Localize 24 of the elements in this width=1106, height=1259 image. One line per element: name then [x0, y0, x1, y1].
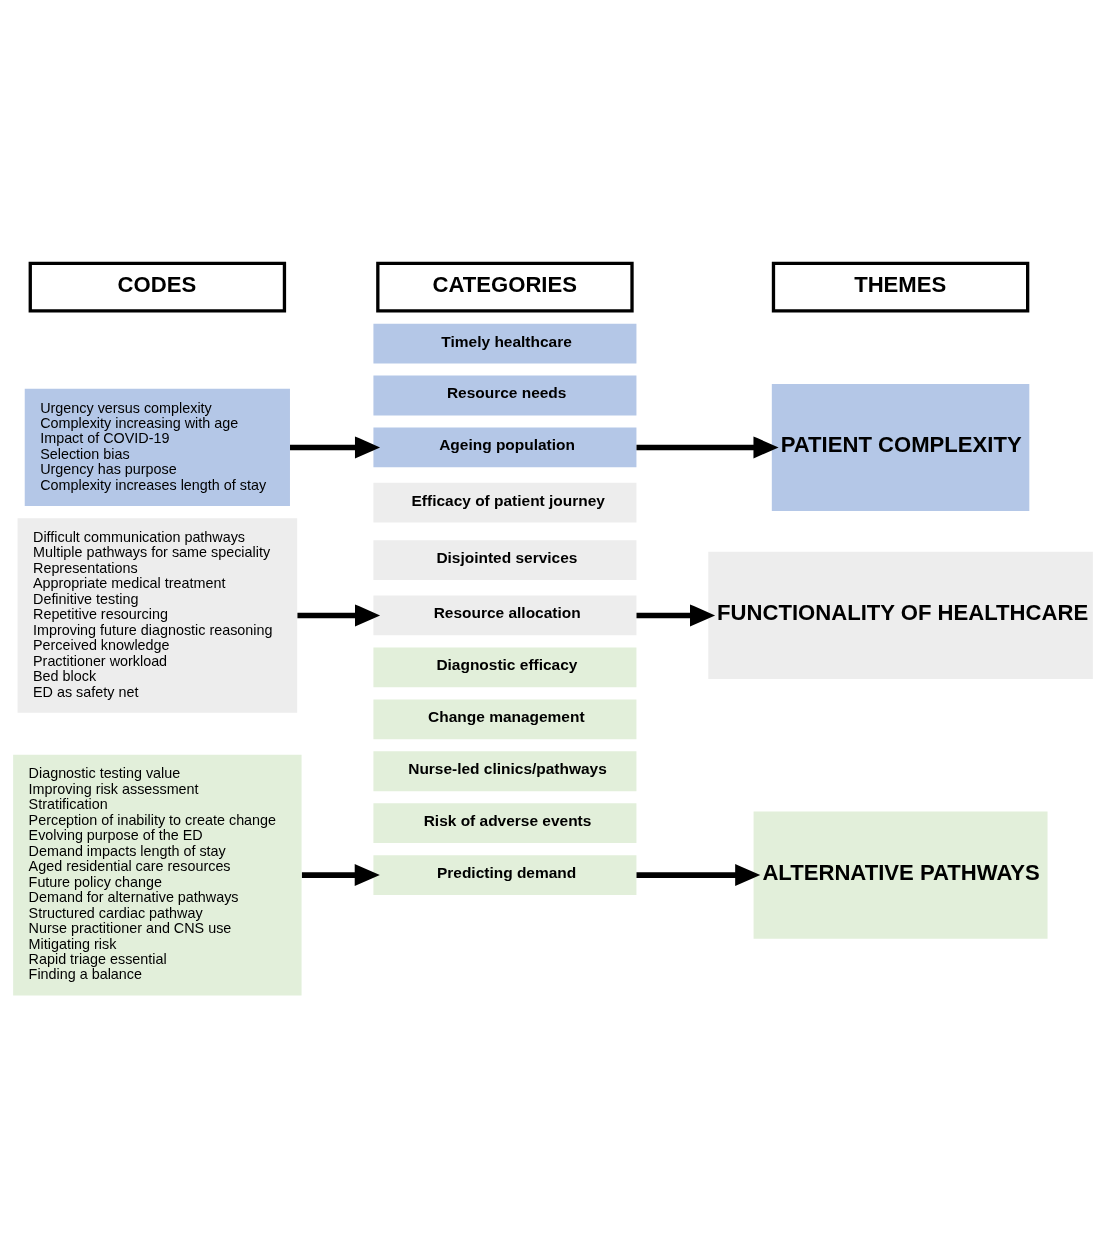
arrow	[636, 864, 761, 887]
node-box: THEMES	[771, 261, 1030, 313]
node-box: Resource needs	[373, 375, 637, 416]
arrow	[290, 436, 381, 459]
arrow	[297, 604, 381, 627]
arrow	[636, 604, 716, 627]
node-box: ALTERNATIVE PATHWAYS	[753, 811, 1048, 939]
node-box: Resource allocation	[373, 595, 637, 636]
node-box: Nurse-led clinics/pathways	[373, 751, 637, 792]
node-box: Ageing population	[373, 427, 637, 468]
node-box: Change management	[373, 699, 637, 740]
node-box: Diagnostic testing value Improving risk assessment Stratification Perception of inability to create change Evolving purpose of the ED Demand impacts length of stay Aged residential care resources Future policy change Demand for alternative pathways Structured cardiac pathway Nurse practitioner and CNS use Mitigating risk Rapid triage essential Finding a balance	[13, 754, 302, 996]
node-box: Predicting demand	[373, 855, 637, 895]
node-box: FUNCTIONALITY OF HEALTHCARE	[708, 551, 1093, 679]
node-box: Urgency versus complexity Complexity increasing with age Impact of COVID-19 Selection bias Urgency has purpose Complexity increases length of stay	[24, 388, 290, 506]
node-box: Timely healthcare	[373, 323, 637, 364]
node-box: Risk of adverse events	[373, 803, 637, 844]
node-box: Diagnostic efficacy	[373, 647, 637, 688]
node-box: PATIENT COMPLEXITY	[771, 383, 1030, 511]
arrow	[301, 864, 380, 887]
arrow	[636, 436, 779, 459]
node-box: CATEGORIES	[376, 261, 634, 313]
node-box: CODES	[28, 261, 287, 313]
node-box: Difficult communication pathways Multiple pathways for same speciality Representations Appropriate medical treatment Definitive testing Repetitive resourcing Improving future diagnostic reasoning Perceived knowledge Practitioner workload Bed block ED as safety net	[17, 518, 298, 713]
